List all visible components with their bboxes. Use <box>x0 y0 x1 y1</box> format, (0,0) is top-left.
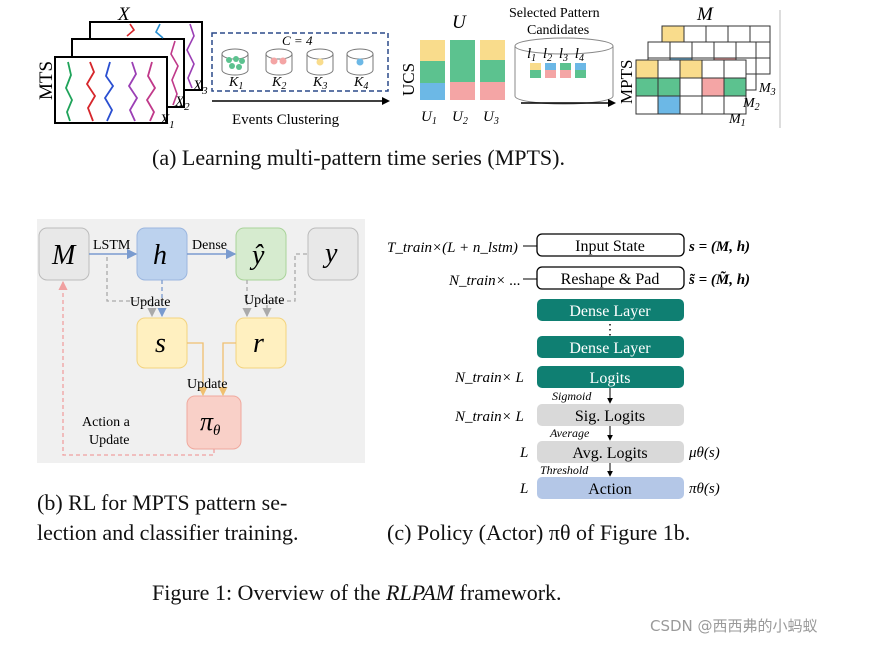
candidates-cylinder <box>514 37 614 105</box>
vdots: ⋮ <box>603 323 617 338</box>
box-sig-logits <box>537 404 684 426</box>
selected-label-1: Selected Pattern <box>509 6 600 21</box>
update-label-1: Update <box>130 295 170 310</box>
update-label-3: Update <box>187 377 227 392</box>
ucs-bars <box>420 40 505 100</box>
box-logits <box>537 366 684 388</box>
l-labels: l1 l2 l3 l4 <box>527 46 584 65</box>
u-label: U <box>452 12 467 33</box>
box-logits-label: Logits <box>590 370 631 387</box>
avg-right: μθ(s) <box>688 445 720 461</box>
figure-caption-em: RLPAM <box>386 580 455 605</box>
cluster-k1: K1 <box>228 75 243 92</box>
box-input-state <box>536 233 685 257</box>
figure-caption-post: framework. <box>454 580 562 605</box>
caption-b-line1: (b) RL for MPTS pattern se- <box>37 490 288 515</box>
box-dense-2 <box>537 336 684 358</box>
x3-label: X3 <box>192 78 208 97</box>
caption-c: (c) Policy (Actor) πθ of Figure 1b. <box>387 520 691 545</box>
row2-left: N_train× ... <box>448 273 521 289</box>
node-y-label: y <box>322 238 338 269</box>
cluster-k2: K2 <box>271 75 286 92</box>
action-label-1: Action a <box>82 415 131 430</box>
node-pi-label: πθ <box>200 407 221 439</box>
time-series-stack <box>54 21 203 124</box>
cluster-k3: K3 <box>312 75 327 92</box>
box-input-state-label: Input State <box>575 238 645 255</box>
box-reshape-pad <box>536 266 685 290</box>
panel-a-diagram: MTS X X3 X2 X1 C = 4 <box>36 4 781 131</box>
m-label: M <box>696 4 714 25</box>
node-y <box>307 227 359 281</box>
sigmoid-label: Sigmoid <box>552 389 592 403</box>
update-label-2: Update <box>244 293 284 308</box>
m2-label: M2 <box>742 96 760 113</box>
panel-b-diagram: M h ŷ y s r πθ LSTM Dense Update Update … <box>37 219 365 463</box>
box-avg-logits-label: Avg. Logits <box>572 445 647 462</box>
u3-label: U3 <box>483 109 499 127</box>
row2-right: s̃ = (M̃, h) <box>688 270 750 288</box>
row1-right: s = (M, h) <box>688 239 750 255</box>
cluster-cylinders <box>221 48 374 76</box>
average-label: Average <box>549 426 590 440</box>
box-avg-logits <box>537 441 684 463</box>
box-action-label: Action <box>588 481 632 498</box>
clustering-box <box>211 32 389 92</box>
m1-label: M1 <box>728 112 746 129</box>
cluster-k4: K4 <box>353 75 368 92</box>
action-label-2: Update <box>89 433 129 448</box>
c-label: C = 4 <box>282 33 313 48</box>
action-right: πθ(s) <box>689 481 720 497</box>
mts-label: MTS <box>36 61 57 100</box>
action-left: L <box>519 481 528 497</box>
watermark: CSDN @西西弗的小蚂蚁 <box>650 617 818 635</box>
caption-b-line2: lection and classifier training. <box>37 520 299 545</box>
threshold-label: Threshold <box>540 463 589 477</box>
caption-a: (a) Learning multi-pattern time series (… <box>152 145 565 170</box>
logits-left: N_train× L <box>454 370 524 386</box>
x-label: X <box>117 4 131 25</box>
figure-caption-pre: Figure 1: Overview of the <box>152 580 386 605</box>
u1-label: U1 <box>421 109 437 127</box>
avg-left: L <box>519 445 528 461</box>
lstm-label: LSTM <box>93 238 131 253</box>
mpts-grids <box>635 25 771 115</box>
dense-label: Dense <box>192 238 227 253</box>
sig-left: N_train× L <box>454 409 524 425</box>
x2-label: X2 <box>174 94 190 113</box>
selected-label-2: Candidates <box>527 23 589 38</box>
ucs-label: UCS <box>399 63 418 96</box>
node-s-label: s <box>155 328 166 359</box>
mpts-label: MPTS <box>617 60 636 104</box>
x1-label: X1 <box>159 112 175 131</box>
events-clustering-label: Events Clustering <box>232 112 340 128</box>
node-yhat-label: ŷ <box>249 240 265 271</box>
row1-left: T_train×(L + n_lstm) <box>387 240 518 256</box>
box-dense-2-label: Dense Layer <box>569 340 651 357</box>
box-action <box>537 477 684 499</box>
node-m-label: M <box>51 240 77 271</box>
node-r-label: r <box>253 328 264 359</box>
node-h-label: h <box>153 240 167 271</box>
box-reshape-pad-label: Reshape & Pad <box>561 271 660 288</box>
box-dense-1 <box>537 299 684 321</box>
u2-label: U2 <box>452 109 468 127</box>
m3-label: M3 <box>758 81 776 98</box>
box-sig-logits-label: Sig. Logits <box>575 408 645 425</box>
figure-caption: Figure 1: Overview of the RLPAM framewor… <box>152 580 562 606</box>
box-dense-1-label: Dense Layer <box>569 303 651 320</box>
panel-c-diagram: Input State Reshape & Pad Dense Layer De… <box>387 233 750 499</box>
